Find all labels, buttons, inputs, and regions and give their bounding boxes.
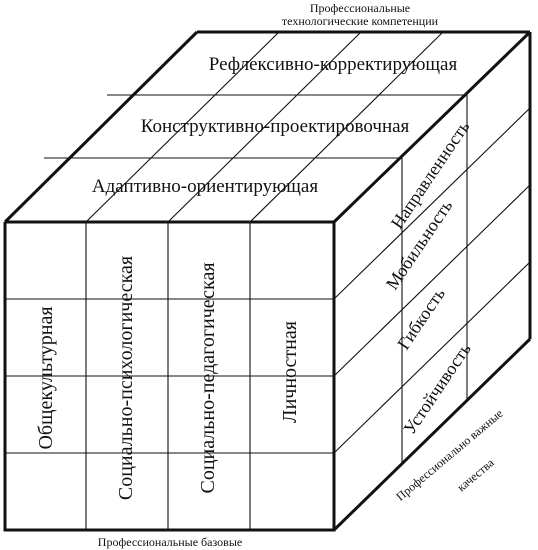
top-axis-caption-line2: технологические компетенции	[282, 14, 439, 28]
top-column-divider-1	[85, 31, 280, 223]
front-column-label-3: Социально-педагогическая	[197, 262, 219, 493]
cube-outline	[3, 30, 532, 532]
right-top-edge	[332, 30, 532, 224]
side-row-divider-2	[333, 184, 531, 377]
side-axis-caption-line2: качества	[454, 455, 497, 494]
side-row-divider-3	[333, 261, 531, 454]
left-top-edge	[3, 30, 199, 224]
top-column-divider-3	[249, 31, 444, 223]
front-column-label-1: Общекультурная	[35, 306, 57, 449]
bottom-axis-caption: Профессиональные базовые	[98, 535, 242, 549]
top-layer-label-1: Адаптивно-ориентирующая	[92, 176, 318, 197]
side-row-divider-1	[333, 107, 531, 300]
top-axis-caption-line1: Профессиональные	[310, 1, 410, 15]
top-face-grid	[44, 31, 467, 223]
front-column-label-2: Социально-психологическая	[115, 256, 137, 500]
side-face-grid	[333, 95, 531, 463]
top-column-divider-2	[167, 31, 362, 223]
right-bottom-edge	[332, 337, 532, 532]
top-layer-label-2: Конструктивно-проектировочная	[141, 116, 410, 137]
side-row-label-4: Устойчивость	[399, 339, 475, 438]
top-layer-label-3: Рефлексивно-корректирующая	[209, 54, 458, 75]
front-column-label-4: Личностная	[279, 321, 301, 423]
front-face-grid	[5, 222, 334, 530]
